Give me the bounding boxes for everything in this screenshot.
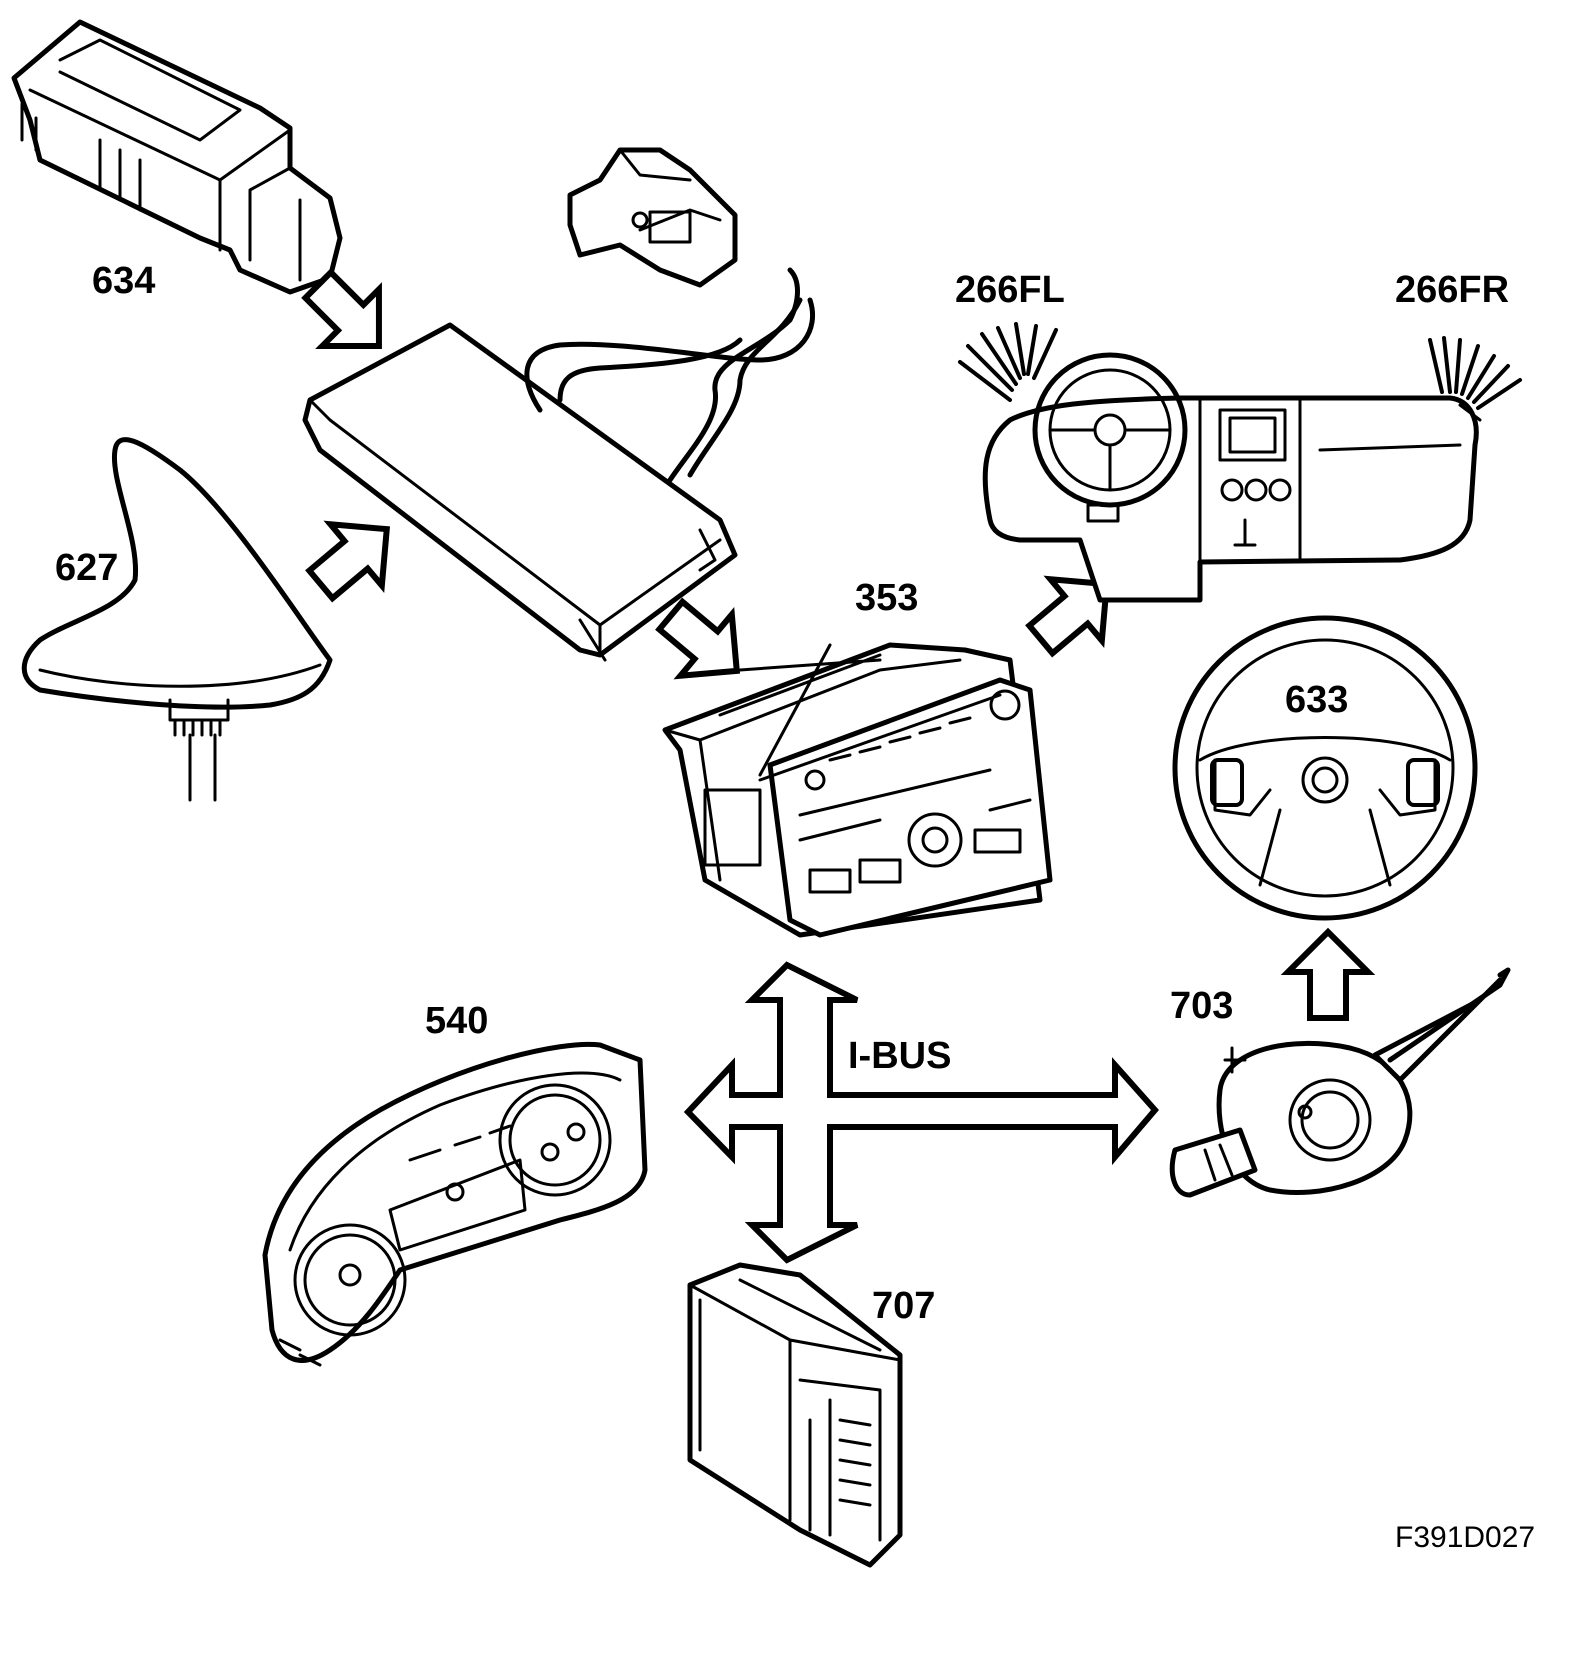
- component-627-antenna: [21, 437, 333, 802]
- figure-id: F391D027: [1395, 1521, 1535, 1554]
- speaker-lines-left: [958, 322, 1058, 402]
- label-353: 353: [855, 577, 918, 619]
- component-module-with-harness: [302, 147, 816, 662]
- arrow-634-to-module: [301, 268, 382, 349]
- component-703-switch: [1169, 967, 1511, 1198]
- arrow-module-to-353: [655, 597, 741, 680]
- arrow-703-to-633: [1280, 927, 1376, 1021]
- label-266fr: 266FR: [1395, 269, 1509, 311]
- label-633: 633: [1285, 679, 1348, 721]
- speaker-lines-right: [1428, 336, 1522, 410]
- component-633-steering-wheel: [1172, 615, 1478, 921]
- component-634-module: [11, 19, 343, 295]
- component-707-module: [687, 1262, 903, 1568]
- ibus-cross-arrow: [683, 961, 1159, 1264]
- label-266fl: 266FL: [955, 269, 1065, 311]
- label-627: 627: [55, 547, 118, 589]
- arrow-627-to-module: [305, 520, 391, 603]
- label-540: 540: [425, 1000, 488, 1042]
- ibus-label: I-BUS: [848, 1035, 951, 1077]
- arrow-353-to-dashboard: [1025, 575, 1111, 658]
- component-266-dashboard: [958, 322, 1522, 603]
- component-540-instrument-cluster: [262, 1041, 648, 1367]
- component-353-radio: [662, 642, 1053, 938]
- label-703: 703: [1170, 985, 1233, 1027]
- label-634: 634: [92, 260, 155, 302]
- label-707: 707: [872, 1285, 935, 1327]
